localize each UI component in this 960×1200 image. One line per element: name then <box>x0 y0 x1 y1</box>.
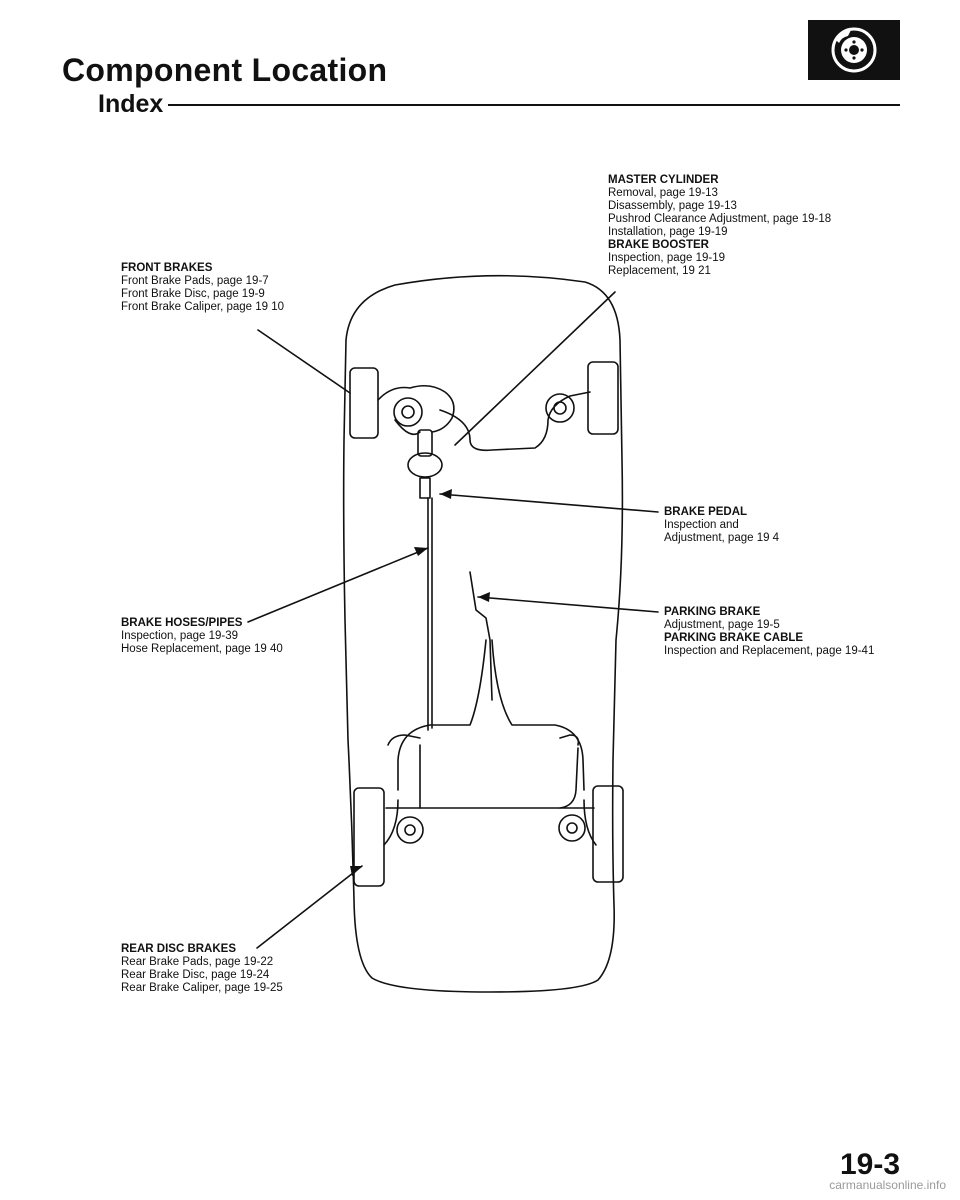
brake-pedal-line: Adjustment, page 19 4 <box>664 532 780 544</box>
rear-disc-brakes-heading: REAR DISC BRAKES <box>121 943 237 955</box>
master-cylinder-line: Pushrod Clearance Adjustment, page 19-18 <box>608 213 832 225</box>
page-number: 19-3 <box>839 1148 900 1181</box>
header-rule <box>168 104 900 106</box>
front-brakes-heading: FRONT BRAKES <box>121 262 213 274</box>
front-left-caliper <box>393 397 423 427</box>
parking-brake-cable-heading: PARKING BRAKE CABLE <box>664 632 804 644</box>
brake-hoses-heading: BRAKE HOSES/PIPES <box>121 617 243 629</box>
brake-hoses-line: Hose Replacement, page 19 40 <box>121 643 283 655</box>
car-body-outline <box>342 274 624 993</box>
brake-booster <box>407 452 443 478</box>
page-title: Component Location <box>62 52 388 88</box>
parking-brake-line: Adjustment, page 19-5 <box>664 619 780 631</box>
rear-right-caliper <box>558 814 586 842</box>
page-subtitle: Index <box>98 90 164 118</box>
front-brakes-line: Front Brake Pads, page 19-7 <box>121 275 269 287</box>
master-cylinder-line: Installation, page 19-19 <box>608 226 728 238</box>
brake-pedal-line: Inspection and <box>664 519 739 531</box>
rear-disc-brakes-line: Rear Brake Pads, page 19-22 <box>121 956 274 968</box>
front-brakes-line: Front Brake Caliper, page 19 10 <box>121 301 285 313</box>
front-brakes-line: Front Brake Disc, page 19-9 <box>121 288 265 300</box>
rear-left-wheel <box>353 787 385 887</box>
master-cylinder <box>417 429 433 457</box>
master-cylinder-line: Removal, page 19-13 <box>608 187 718 199</box>
brake-pedal-heading: BRAKE PEDAL <box>664 506 748 518</box>
callout-parking-brake: PARKING BRAKE Adjustment, page 19-5 PARK… <box>664 606 874 658</box>
parking-brake-cable <box>397 639 487 791</box>
parking-brake-lever <box>469 571 493 701</box>
brake-hoses-line: Inspection, page 19-39 <box>121 630 239 642</box>
callout-brake-hoses: BRAKE HOSES/PIPES Inspection, page 19-39… <box>121 617 283 656</box>
master-cylinder-heading: MASTER CYLINDER <box>608 174 719 186</box>
rear-disc-brakes-line: Rear Brake Disc, page 19-24 <box>121 969 270 981</box>
callout-front-brakes: FRONT BRAKES Front Brake Pads, page 19-7… <box>121 262 284 314</box>
callout-master-cylinder: MASTER CYLINDER Removal, page 19-13 Disa… <box>608 174 831 278</box>
brake-booster-line: Inspection, page 19-19 <box>608 252 726 264</box>
front-right-wheel <box>587 361 619 435</box>
parking-brake-heading: PARKING BRAKE <box>664 606 761 618</box>
footer-watermark: carmanualsonline.info <box>829 1178 946 1192</box>
callout-rear-disc-brakes: REAR DISC BRAKES Rear Brake Pads, page 1… <box>121 943 283 995</box>
brake-booster-heading: BRAKE BOOSTER <box>608 239 709 251</box>
master-cylinder-line: Disassembly, page 19-13 <box>608 200 737 212</box>
brake-booster-line: Replacement, 19 21 <box>608 265 711 277</box>
parking-brake-cable-line: Inspection and Replacement, page 19-41 <box>664 645 875 657</box>
rear-disc-brakes-line: Rear Brake Caliper, page 19-25 <box>121 982 283 994</box>
rear-left-caliper <box>396 816 424 844</box>
callout-brake-pedal: BRAKE PEDAL Inspection and Adjustment, p… <box>664 506 779 545</box>
brake-disc-icon <box>808 20 900 80</box>
front-right-caliper <box>545 393 575 423</box>
rear-right-wheel <box>592 785 624 883</box>
front-left-wheel <box>349 367 379 439</box>
